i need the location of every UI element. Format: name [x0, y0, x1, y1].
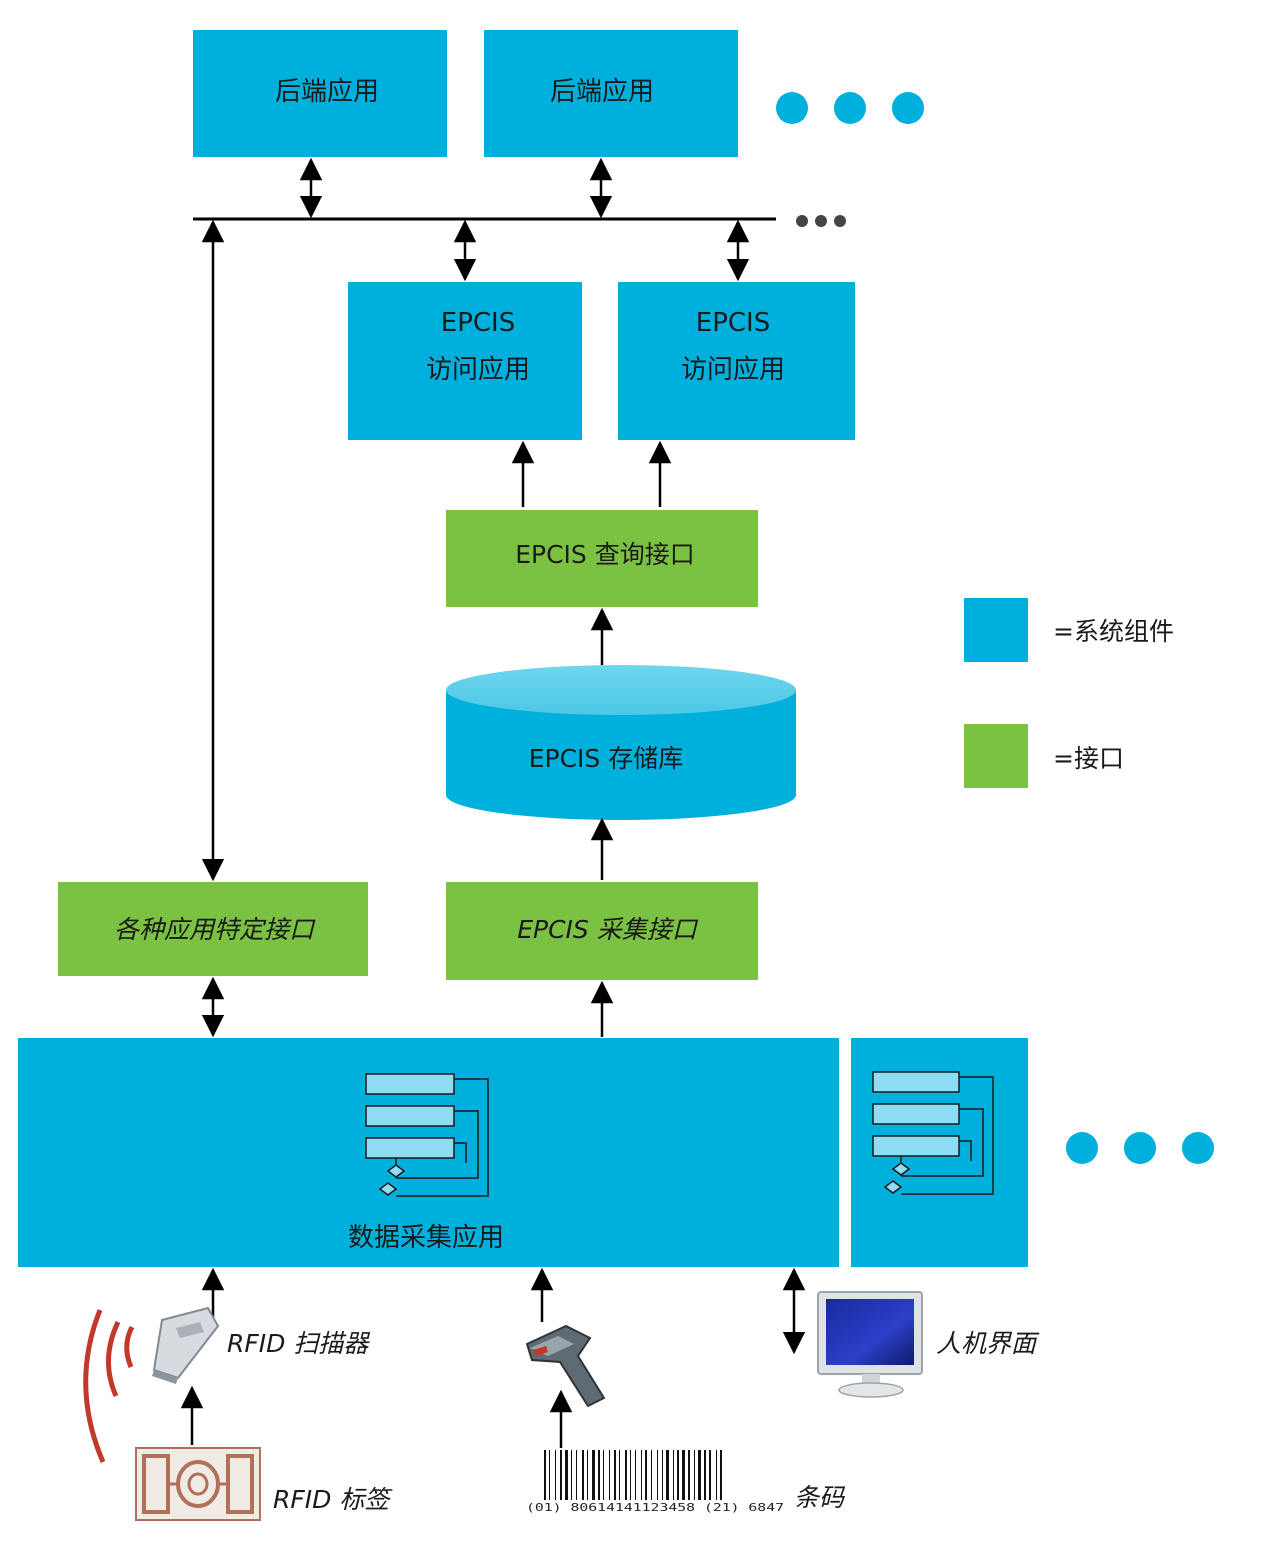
ellipsis-icon	[796, 215, 846, 227]
backend-app-2: 后端应用	[484, 30, 738, 157]
rfid-tag-label: RFID 标签	[273, 1485, 393, 1514]
legend-interface-swatch	[964, 724, 1028, 788]
epcis-access-app-2-line1: EPCIS	[696, 308, 770, 338]
barcode-bar	[619, 1450, 620, 1500]
epcis-capture-interface-label: EPCIS 采集接口	[517, 915, 699, 944]
ellipsis-icon	[776, 92, 924, 124]
barcode-label: 条码	[794, 1483, 846, 1512]
epcis-query-interface-label: EPCIS 查询接口	[515, 540, 695, 569]
epcis-repository-label: EPCIS 存储库	[529, 744, 684, 773]
flowchart-icon	[365, 1073, 489, 1197]
epcis-access-app-1-line1: EPCIS	[441, 308, 515, 338]
barcode-bar	[587, 1450, 588, 1500]
epcis-repository: EPCIS 存储库	[446, 665, 796, 820]
barcode-bar	[598, 1450, 600, 1500]
app-specific-interface-label: 各种应用特定接口	[114, 915, 316, 944]
legend-component-swatch	[964, 598, 1028, 662]
barcode-bar	[666, 1450, 669, 1500]
barcode-bar	[576, 1450, 577, 1500]
legend-interface-label: =接口	[1053, 744, 1124, 773]
epcis-access-app-1-line2: 访问应用	[426, 355, 530, 385]
barcode-bar	[603, 1450, 604, 1500]
barcode-bar	[555, 1450, 556, 1500]
barcode-bar	[651, 1450, 652, 1500]
app-specific-interface: 各种应用特定接口	[58, 882, 368, 976]
barcode-bar	[720, 1450, 722, 1500]
barcode-bar	[614, 1450, 616, 1500]
epcis-access-app-2: EPCIS 访问应用	[618, 282, 855, 440]
data-capture-app-label: 数据采集应用	[348, 1223, 504, 1253]
legend: =系统组件 =接口	[964, 598, 1174, 788]
barcode-bar	[641, 1450, 642, 1500]
barcode-bar	[549, 1450, 550, 1500]
barcode-bar	[698, 1450, 701, 1500]
barcode-bar	[630, 1450, 631, 1500]
barcode-bar	[592, 1450, 595, 1500]
epcis-access-app-2-line2: 访问应用	[681, 355, 785, 385]
epcis-capture-interface: EPCIS 采集接口	[446, 882, 758, 980]
barcode-bar	[662, 1450, 663, 1500]
epcis-access-app-1: EPCIS 访问应用	[348, 282, 582, 440]
barcode-bar	[645, 1450, 647, 1500]
barcode-bar	[609, 1450, 610, 1500]
barcode-bar	[582, 1450, 584, 1500]
barcode-bar	[571, 1450, 572, 1500]
barcode-icon	[544, 1450, 722, 1500]
rfid-waves-icon	[83, 1309, 135, 1463]
barcode-bar	[682, 1450, 685, 1500]
barcode-bar	[688, 1450, 690, 1500]
barcode-bar	[704, 1450, 706, 1500]
barcode-bar	[560, 1450, 562, 1500]
barcode-bar	[625, 1450, 627, 1500]
barcode-bar	[635, 1450, 636, 1500]
backend-app-2-label: 后端应用	[550, 77, 654, 107]
legend-component-label: =系统组件	[1053, 617, 1174, 646]
barcode-bar	[673, 1450, 674, 1500]
rfid-reader-label: RFID 扫描器	[227, 1329, 370, 1358]
backend-app-1-label: 后端应用	[275, 77, 379, 107]
barcode-bar	[694, 1450, 695, 1500]
flowchart-icon	[872, 1071, 994, 1195]
barcode-bar	[716, 1450, 717, 1500]
rfid-reader-icon	[152, 1306, 220, 1384]
barcode-bar	[565, 1450, 568, 1500]
hmi-label: 人机界面	[936, 1329, 1040, 1358]
barcode-bar	[544, 1450, 546, 1500]
barcode-bar	[657, 1450, 658, 1500]
data-capture-app-2	[851, 1038, 1028, 1267]
ellipsis-icon	[1066, 1132, 1214, 1164]
rfid-tag-icon	[135, 1447, 261, 1521]
monitor-icon	[817, 1291, 923, 1398]
barcode-bar	[709, 1450, 711, 1500]
data-capture-app: 数据采集应用	[18, 1038, 839, 1267]
barcode-bar	[677, 1450, 679, 1500]
barcode-digits: (01) 80614141123458 (21) 6847	[526, 1501, 784, 1514]
backend-app-1: 后端应用	[193, 30, 447, 157]
epcis-query-interface: EPCIS 查询接口	[446, 510, 758, 607]
barcode-scanner-icon	[525, 1324, 606, 1408]
